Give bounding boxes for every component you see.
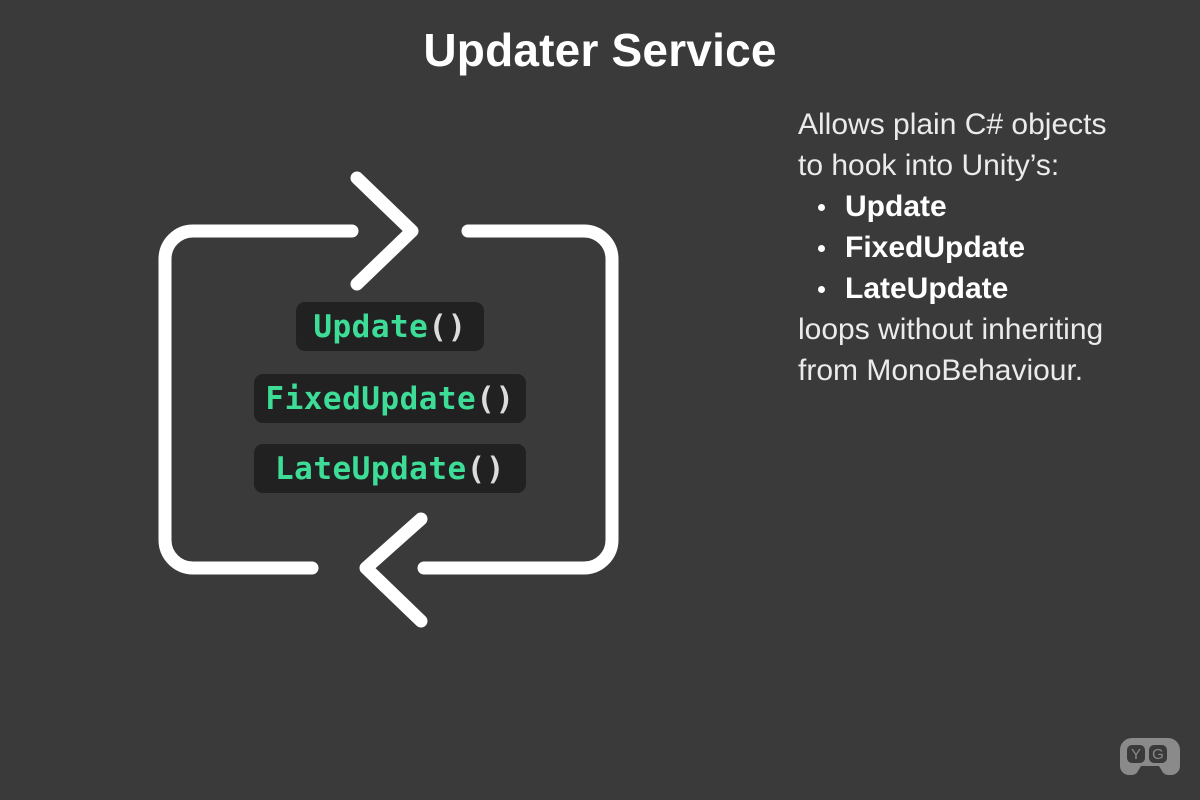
update-loop-diagram: Update() FixedUpdate() LateUpdate() <box>158 171 619 628</box>
gamepad-logo-icon: Y G <box>1120 738 1180 775</box>
list-item-update: Update <box>798 186 1170 227</box>
gamepad-letter-right: G <box>1152 746 1164 763</box>
top-arrow-icon <box>350 171 419 291</box>
unity-loop-list: Update FixedUpdate LateUpdate <box>798 186 1170 309</box>
gamepad-left-button <box>1127 745 1145 763</box>
list-item-label: FixedUpdate <box>845 231 1026 264</box>
description-block: Allows plain C# objects to hook into Uni… <box>798 104 1170 391</box>
pill-fixedupdate-name: FixedUpdate <box>265 380 477 417</box>
pill-update-paren: () <box>428 308 467 345</box>
pill-lateupdate: LateUpdate() <box>254 444 526 493</box>
list-item-fixedupdate: FixedUpdate <box>798 227 1170 268</box>
pill-fixedupdate-paren: () <box>476 380 515 417</box>
pill-lateupdate-paren: () <box>466 450 505 487</box>
description-tail-line-1: loops without inheriting <box>798 313 1104 346</box>
loop-right-path <box>417 224 619 575</box>
pill-lateupdate-name: LateUpdate <box>275 450 467 487</box>
gamepad-right-button <box>1149 745 1167 763</box>
pill-update: Update() <box>296 302 484 351</box>
bullet-dot-icon <box>818 286 825 293</box>
description-lead-line-2: to hook into Unity’s: <box>798 149 1060 182</box>
gamepad-letter-left: Y <box>1131 746 1141 763</box>
page-title: Updater Service <box>423 24 777 76</box>
bottom-arrow-icon <box>359 512 428 628</box>
bullet-dot-icon <box>818 204 825 211</box>
list-item-lateupdate: LateUpdate <box>798 268 1170 309</box>
bullet-dot-icon <box>818 245 825 252</box>
loop-left-path <box>158 224 359 575</box>
pill-update-name: Update <box>313 308 429 345</box>
description-tail-line-2: from MonoBehaviour. <box>798 354 1084 387</box>
description-lead-line-1: Allows plain C# objects <box>798 108 1107 141</box>
list-item-label: Update <box>845 190 947 223</box>
loop-arrow-graphic <box>158 171 619 628</box>
pill-fixedupdate: FixedUpdate() <box>254 374 526 423</box>
list-item-label: LateUpdate <box>845 272 1009 305</box>
